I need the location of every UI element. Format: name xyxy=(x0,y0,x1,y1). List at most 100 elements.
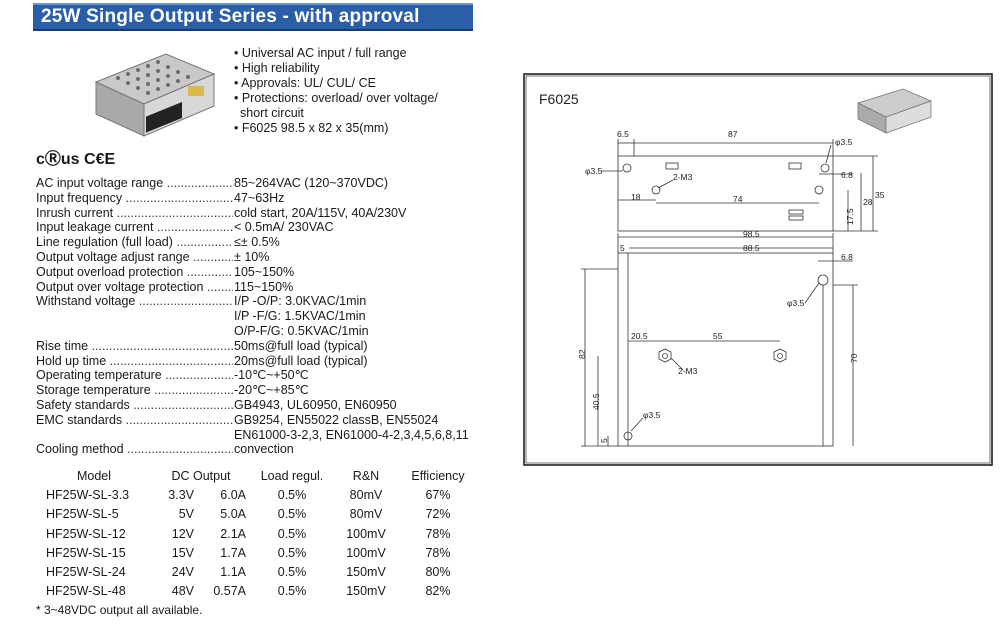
cell-load: 0.5% xyxy=(277,526,307,541)
dim-82: 82 xyxy=(577,349,587,359)
spec-label: Cooling method xyxy=(36,442,233,457)
dim-5-bottom: 5 xyxy=(599,438,609,443)
spec-value: cold start, 20A/115V, 40A/230V xyxy=(234,205,407,220)
cell-rn: 150mV xyxy=(346,584,386,599)
cell-rn: 100mV xyxy=(346,526,386,541)
dim-20-5: 20.5 xyxy=(631,331,648,341)
spec-value: EN61000-3-2,3, EN61000-4-2,3,4,5,6,8,11 xyxy=(234,427,469,442)
spec-label: Hold up time xyxy=(36,354,233,369)
cell-v: 15V xyxy=(171,545,194,560)
cell-eff: 78% xyxy=(425,526,451,541)
dim-6-8-side: 6.8 xyxy=(841,170,853,180)
cell-eff: 72% xyxy=(425,507,451,522)
spec-label: EMC standards xyxy=(36,413,233,428)
case-thumbnail xyxy=(856,88,933,134)
spec-value: 85~264VAC (120~370VDC) xyxy=(234,176,389,190)
dim-hole-left: φ3.5 xyxy=(585,166,603,176)
cell-v: 3.3V xyxy=(168,487,194,502)
cell-model: HF25W-SL-12 xyxy=(46,526,126,541)
spec-value: ≤± 0.5% xyxy=(234,235,280,250)
cell-v: 12V xyxy=(171,526,194,541)
cell-a: 6.0A xyxy=(220,487,246,502)
spec-value: GB4943, UL60950, EN60950 xyxy=(234,397,397,412)
spec-value: -10℃~+50℃ xyxy=(234,368,309,383)
cell-eff: 67% xyxy=(425,487,451,502)
feature-item: • Approvals: UL/ CUL/ CE xyxy=(234,76,376,90)
cell-rn: 100mV xyxy=(346,545,386,560)
spec-label: Withstand voltage xyxy=(36,294,233,309)
spec-label: AC input voltage range xyxy=(36,176,233,191)
dim-m3-top: 2-M3 xyxy=(678,366,698,376)
cell-eff: 80% xyxy=(425,565,451,580)
dim-hole-right: φ3.5 xyxy=(787,298,805,308)
cell-model: HF25W-SL-3.3 xyxy=(46,487,130,502)
col-rn: R&N xyxy=(352,468,380,483)
spec-label: Line regulation (full load) xyxy=(36,235,233,250)
table-header-row: Model DC Output Load regul. R&N Efficien… xyxy=(38,466,482,485)
dim-hole-top: φ3.5 xyxy=(835,137,853,147)
dim-40-5: 40.5 xyxy=(591,393,601,410)
spec-value: ± 10% xyxy=(234,249,270,264)
col-efficiency: Efficiency xyxy=(411,468,465,483)
dim-98-5: 98.5 xyxy=(743,229,760,239)
footnote: * 3~48VDC output all available. xyxy=(36,603,203,617)
dim-6-5: 6.5 xyxy=(617,129,629,139)
spec-label: Output over voltage protection xyxy=(36,280,233,295)
certification-marks: cⓇus C€E xyxy=(36,151,116,168)
dim-17-5: 17.5 xyxy=(845,208,855,225)
spec-label: Operating temperature xyxy=(36,368,233,383)
spec-value: O/P-F/G: 0.5KVAC/1min xyxy=(234,323,369,338)
cell-v: 24V xyxy=(171,565,194,580)
feature-list: • Universal AC input / full range • High… xyxy=(234,46,438,136)
feature-item: • Protections: overload/ over voltage/ xyxy=(234,91,438,105)
dim-6-8-top: 6.8 xyxy=(841,252,853,262)
cell-a: 1.7A xyxy=(220,545,246,560)
cell-rn: 80mV xyxy=(349,487,383,502)
spec-value: 115~150% xyxy=(234,279,294,294)
spec-value: < 0.5mA/ 230VAC xyxy=(234,220,334,235)
dim-m3-side: 2-M3 xyxy=(673,172,693,182)
spec-label: Input frequency xyxy=(36,191,233,206)
cell-a: 5.0A xyxy=(220,507,246,522)
title-banner: 25W Single Output Series - with approval xyxy=(33,3,473,31)
cell-a: 1.1A xyxy=(220,565,246,580)
spec-value: I/P -O/P: 3.0KVAC/1min xyxy=(234,294,367,309)
spec-label: Rise time xyxy=(36,339,233,354)
spec-value: GB9254, EN55022 classB, EN55024 xyxy=(234,412,439,427)
cell-eff: 82% xyxy=(425,584,451,599)
model-table: Model DC Output Load regul. R&N Efficien… xyxy=(38,466,482,601)
cell-a: 2.1A xyxy=(220,526,246,541)
cell-eff: 78% xyxy=(425,545,451,560)
spec-label: Safety standards xyxy=(36,398,233,413)
cell-model: HF25W-SL-48 xyxy=(46,584,126,599)
case-name: F6025 xyxy=(539,91,579,107)
cell-rn: 80mV xyxy=(349,507,383,522)
cell-load: 0.5% xyxy=(277,507,307,522)
spec-value: -20℃~+85℃ xyxy=(234,383,309,398)
table-row: HF25W-SL-12 12V 2.1A 0.5% 100mV 78% xyxy=(38,524,482,543)
col-dc-output: DC Output xyxy=(171,468,231,483)
spec-label: Output overload protection xyxy=(36,265,233,280)
spec-value: 47~63Hz xyxy=(234,190,285,205)
cell-load: 0.5% xyxy=(277,565,307,580)
spec-value: 105~150% xyxy=(234,264,295,279)
table-row: HF25W-SL-15 15V 1.7A 0.5% 100mV 78% xyxy=(38,543,482,562)
col-model: Model xyxy=(76,468,112,483)
cell-load: 0.5% xyxy=(277,487,307,502)
dim-5: 5 xyxy=(620,243,625,253)
cell-load: 0.5% xyxy=(277,545,307,560)
spec-label: Output voltage adjust range xyxy=(36,250,233,265)
spec-value: I/P -F/G: 1.5KVAC/1min xyxy=(234,309,366,324)
spec-value: 20ms@full load (typical) xyxy=(234,353,368,368)
mechanical-drawing: F6025 6.5 8 xyxy=(523,73,993,466)
cell-model: HF25W-SL-24 xyxy=(46,565,126,580)
dim-18: 18 xyxy=(631,192,641,202)
cell-model: HF25W-SL-15 xyxy=(46,545,126,560)
spec-label: Input leakage current xyxy=(36,220,233,235)
col-load-regul: Load regul. xyxy=(260,468,324,483)
table-row: HF25W-SL-3.3 3.3V 6.0A 0.5% 80mV 67% xyxy=(38,485,482,504)
dim-88-5: 88.5 xyxy=(743,243,760,253)
dim-70: 70 xyxy=(849,353,859,363)
feature-item: short circuit xyxy=(240,106,304,120)
